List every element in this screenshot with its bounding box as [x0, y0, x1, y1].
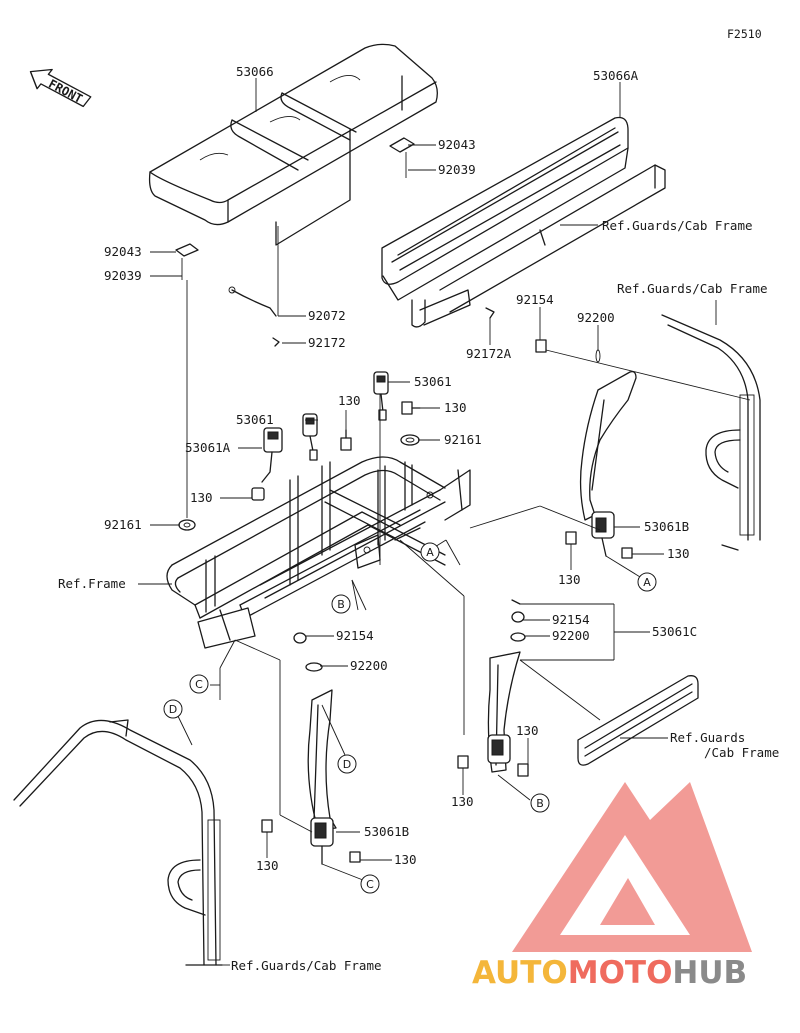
- cab-frame-lower-left: [13, 719, 223, 966]
- callout-ref-guards-1: Ref.Guards/Cab Frame: [602, 218, 753, 233]
- callout-130-3: 130: [190, 490, 213, 505]
- watermark-text-auto: AUTO: [472, 955, 568, 991]
- ref-marker-B-1: B: [331, 594, 351, 614]
- callout-53061B-bottom: 53061B: [364, 824, 409, 839]
- watermark-text-hub: HUB: [672, 955, 747, 991]
- watermark-text-moto: MOTO: [568, 955, 673, 991]
- watermark-triangle-mark: [512, 782, 752, 952]
- callout-92039-left: 92039: [104, 268, 142, 283]
- buckle-53061-right: [373, 371, 389, 421]
- clip-92172A: [485, 307, 495, 319]
- leader-lines: [138, 78, 751, 966]
- seatbelt-53061B-right: [565, 370, 637, 559]
- callout-92154-top: 92154: [516, 292, 554, 307]
- seatbelt-53061B-middle: [261, 632, 361, 865]
- bolt-130-a: [401, 401, 421, 415]
- callout-130-8: 130: [394, 852, 417, 867]
- svg-text:D: D: [343, 758, 351, 771]
- svg-text:C: C: [195, 678, 203, 691]
- callout-92154-c: 92154: [552, 612, 590, 627]
- svg-text:D: D: [169, 703, 177, 716]
- callout-ref-guards-3a: Ref.Guards: [670, 730, 745, 745]
- ref-marker-A-2: A: [637, 572, 657, 592]
- svg-text:AUTOMOTOHUB: AUTOMOTOHUB: [472, 955, 747, 991]
- ref-marker-D-2: D: [163, 699, 183, 719]
- callout-92161-right: 92161: [444, 432, 482, 447]
- ref-marker-B-2: B: [530, 793, 550, 813]
- ref-marker-A-1: A: [420, 542, 440, 562]
- svg-text:A: A: [643, 576, 651, 589]
- callout-92172: 92172: [308, 335, 346, 350]
- callout-53061A: 53061A: [185, 440, 231, 455]
- callout-92043-left: 92043: [104, 244, 142, 259]
- bench-frame: [166, 456, 471, 649]
- callout-92200-top: 92200: [577, 310, 615, 325]
- bolt-130-b: [340, 429, 352, 451]
- svg-text:A: A: [426, 546, 434, 559]
- washer-92161-left: [178, 519, 196, 531]
- callout-53061B-right: 53061B: [644, 519, 689, 534]
- clip-92172: [272, 337, 280, 347]
- buckle-53061-left: [302, 413, 318, 461]
- callout-53061C: 53061C: [652, 624, 697, 639]
- bracket-92043-left: [175, 243, 199, 257]
- callout-130-7: 130: [451, 794, 474, 809]
- ref-marker-C-1: C: [189, 674, 209, 694]
- callout-ref-guards-2: Ref.Guards/Cab Frame: [617, 281, 768, 296]
- callout-130-1: 130: [338, 393, 361, 408]
- callout-130-6: 130: [516, 723, 539, 738]
- buckle-53061A: [251, 427, 283, 501]
- callout-labels: 53066 53066A 92043 92039 92043 92039 920…: [58, 64, 779, 973]
- seatbelt-53061C: [457, 599, 529, 777]
- callout-92200-mid: 92200: [350, 658, 388, 673]
- callout-53066: 53066: [236, 64, 274, 79]
- strap-92072: [228, 286, 277, 317]
- bracket-92043-top: [389, 137, 415, 153]
- callout-92161-left: 92161: [104, 517, 142, 532]
- callout-53066A: 53066A: [593, 68, 639, 83]
- ref-marker-D-1: D: [337, 754, 357, 774]
- callout-ref-guards-3b: /Cab Frame: [704, 745, 779, 760]
- callout-ref-frame: Ref.Frame: [58, 576, 126, 591]
- callout-92039-top: 92039: [438, 162, 476, 177]
- callout-130-2: 130: [444, 400, 467, 415]
- front-arrow-icon: FRONT: [29, 68, 92, 108]
- callout-92200-c: 92200: [552, 628, 590, 643]
- svg-text:B: B: [337, 598, 345, 611]
- washer-92161-right: [400, 434, 420, 446]
- cab-frame-right-upper: [661, 314, 761, 551]
- callout-130-9: 130: [256, 858, 279, 873]
- callout-92154-mid: 92154: [336, 628, 374, 643]
- svg-text:C: C: [366, 878, 374, 891]
- callout-92043-top: 92043: [438, 137, 476, 152]
- callout-ref-guards-4: Ref.Guards/Cab Frame: [231, 958, 382, 973]
- cab-frame-side-rail: [577, 675, 699, 766]
- figure-code: F2510: [727, 27, 762, 41]
- callout-130-5: 130: [558, 572, 581, 587]
- watermark-logo: AUTOMOTOHUB: [472, 782, 752, 991]
- front-label: FRONT: [46, 77, 84, 106]
- bolt-92154-top: [535, 339, 601, 363]
- callout-92172A: 92172A: [466, 346, 512, 361]
- callout-53061-right: 53061: [414, 374, 452, 389]
- ref-marker-C-2: C: [360, 874, 380, 894]
- backrest-panel: [381, 116, 666, 328]
- callout-92072: 92072: [308, 308, 346, 323]
- callout-53061-left: 53061: [236, 412, 274, 427]
- callout-130-4: 130: [667, 546, 690, 561]
- svg-text:B: B: [536, 797, 544, 810]
- seat-cushion: [148, 43, 438, 246]
